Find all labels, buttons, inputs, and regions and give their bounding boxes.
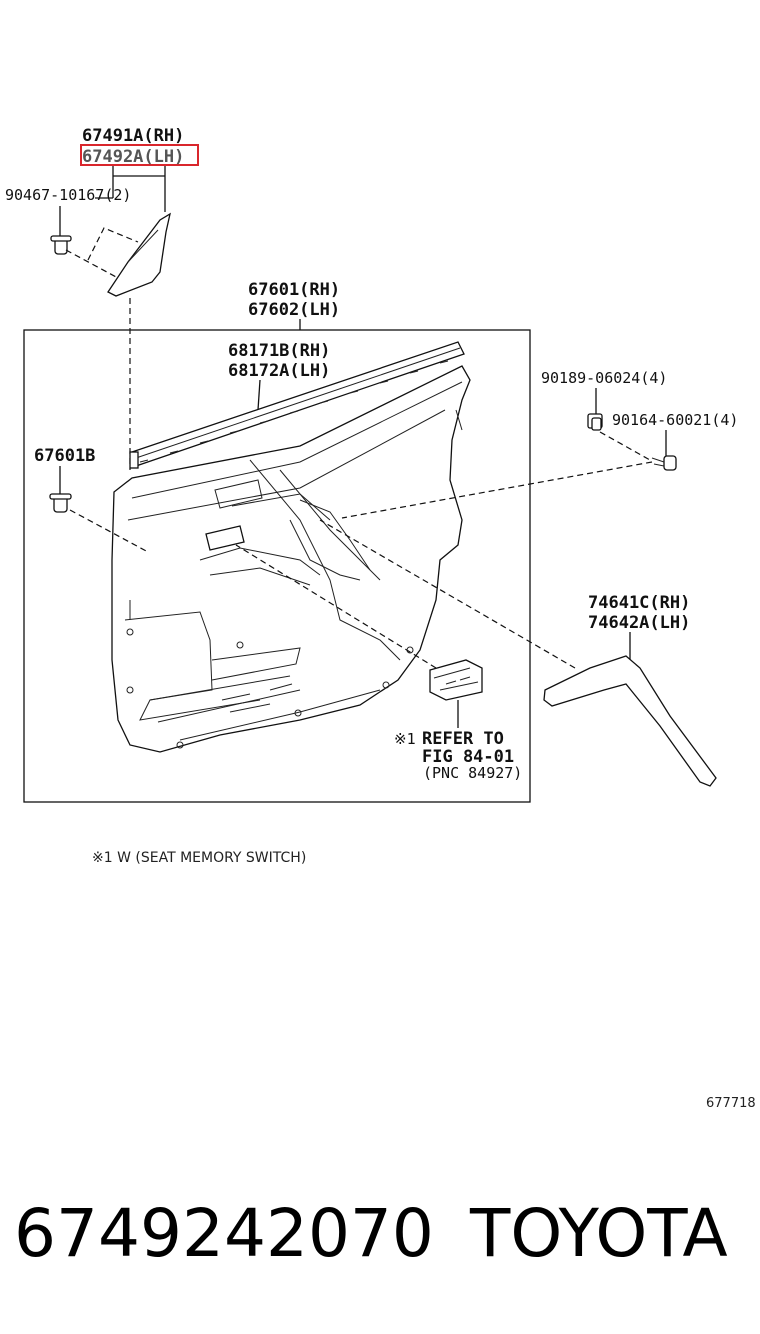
callout-67602: 67602(LH) — [248, 300, 340, 320]
callout-90189: 90189-06024(4) — [541, 369, 667, 387]
dash-67601b — [69, 509, 149, 553]
callout-68172a: 68172A(LH) — [228, 361, 330, 381]
belt-weatherstrip-part — [129, 341, 465, 469]
brand-name: TOYOTA — [469, 1195, 728, 1272]
nut-90189 — [587, 413, 603, 431]
callout-67492a-highlighted[interactable]: 67492A(LH) — [82, 147, 184, 167]
ref-mark: ※1 — [394, 730, 416, 748]
callout-67601: 67601(RH) — [248, 280, 340, 300]
dash-switch — [235, 544, 437, 669]
figure-number: 677718 — [706, 1096, 756, 1111]
callout-67491a: 67491A(RH) — [82, 126, 184, 146]
part-number: 6749242070 — [14, 1195, 434, 1272]
dash-90164 — [341, 461, 653, 519]
clip-90467 — [50, 235, 72, 255]
footnote: ※1 W (SEAT MEMORY SWITCH) — [92, 850, 306, 866]
callout-90467: 90467-10167(2) — [5, 186, 131, 204]
callout-74641c: 74641C(RH) — [588, 593, 690, 613]
armrest-garnish-part — [543, 655, 717, 787]
seat-memory-switch-part — [429, 659, 483, 701]
door-trim-panel-part — [111, 365, 471, 753]
callout-90164: 90164-60021(4) — [612, 411, 738, 429]
highlight-box — [80, 144, 199, 166]
clip-67601b — [49, 493, 72, 513]
callout-68171b: 68171B(RH) — [228, 341, 330, 361]
ref-line-3: (PNC 84927) — [423, 764, 522, 782]
ref-line-2: FIG 84-01 — [422, 747, 514, 767]
ref-line-1: REFER TO — [422, 729, 504, 749]
assembly-frame — [23, 329, 531, 803]
callout-74642a: 74642A(LH) — [588, 613, 690, 633]
dash-90467 — [65, 249, 119, 279]
leader-67491a — [95, 166, 166, 212]
callout-67601b: 67601B — [34, 446, 95, 466]
screw-90164 — [651, 455, 677, 471]
dash-90189 — [599, 431, 651, 461]
mirror-garnish-part — [87, 212, 171, 297]
leader-68171b — [257, 379, 261, 411]
dash-74641c — [319, 519, 576, 669]
